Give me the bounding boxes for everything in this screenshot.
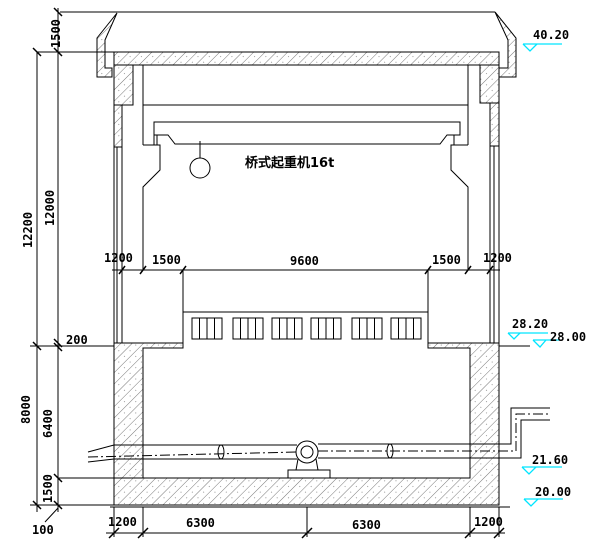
dim-upper-1: 1200 <box>104 251 133 265</box>
dim-bottom-2: 6300 <box>186 516 215 530</box>
crane-hook-icon <box>189 157 211 179</box>
dim-roof: 1500 <box>49 19 63 48</box>
left-dimension-lines <box>30 7 143 523</box>
bridge-crane <box>153 121 461 179</box>
dim-upper-5: 1200 <box>483 251 512 265</box>
dim-lower-inner: 6400 <box>41 409 55 438</box>
pump-icon <box>295 440 319 464</box>
bottom-dimension-line <box>106 507 505 539</box>
dim-upper-3: 9600 <box>290 254 319 268</box>
dim-upper-inner: 12000 <box>43 190 57 226</box>
dim-bottom-3: 6300 <box>352 518 381 532</box>
elevation-marks <box>507 43 563 507</box>
roof <box>60 11 517 148</box>
upper-walls <box>113 65 500 343</box>
dim-upper-4: 1500 <box>432 253 461 267</box>
basement <box>60 342 530 508</box>
dim-cushion: 100 <box>32 523 54 537</box>
dim-upper-2: 1500 <box>152 253 181 267</box>
elevation-base: 20.00 <box>535 485 571 499</box>
dim-upper-total: 12200 <box>21 212 35 248</box>
elevation-floor: 28.00 <box>550 330 586 344</box>
elevation-floor-upper: 28.20 <box>512 317 548 331</box>
elevation-pipe: 21.60 <box>532 453 568 467</box>
dim-floor-slab: 200 <box>66 333 88 347</box>
crane-label: 桥式起重机16t <box>245 155 334 171</box>
dim-bottom-1: 1200 <box>108 515 137 529</box>
pipeline <box>87 407 550 479</box>
dim-lower-total: 8000 <box>19 395 33 424</box>
elevation-top: 40.20 <box>533 28 569 42</box>
dim-base-slab: 1500 <box>41 474 55 503</box>
motor-units <box>182 270 429 343</box>
dim-bottom-4: 1200 <box>474 515 503 529</box>
